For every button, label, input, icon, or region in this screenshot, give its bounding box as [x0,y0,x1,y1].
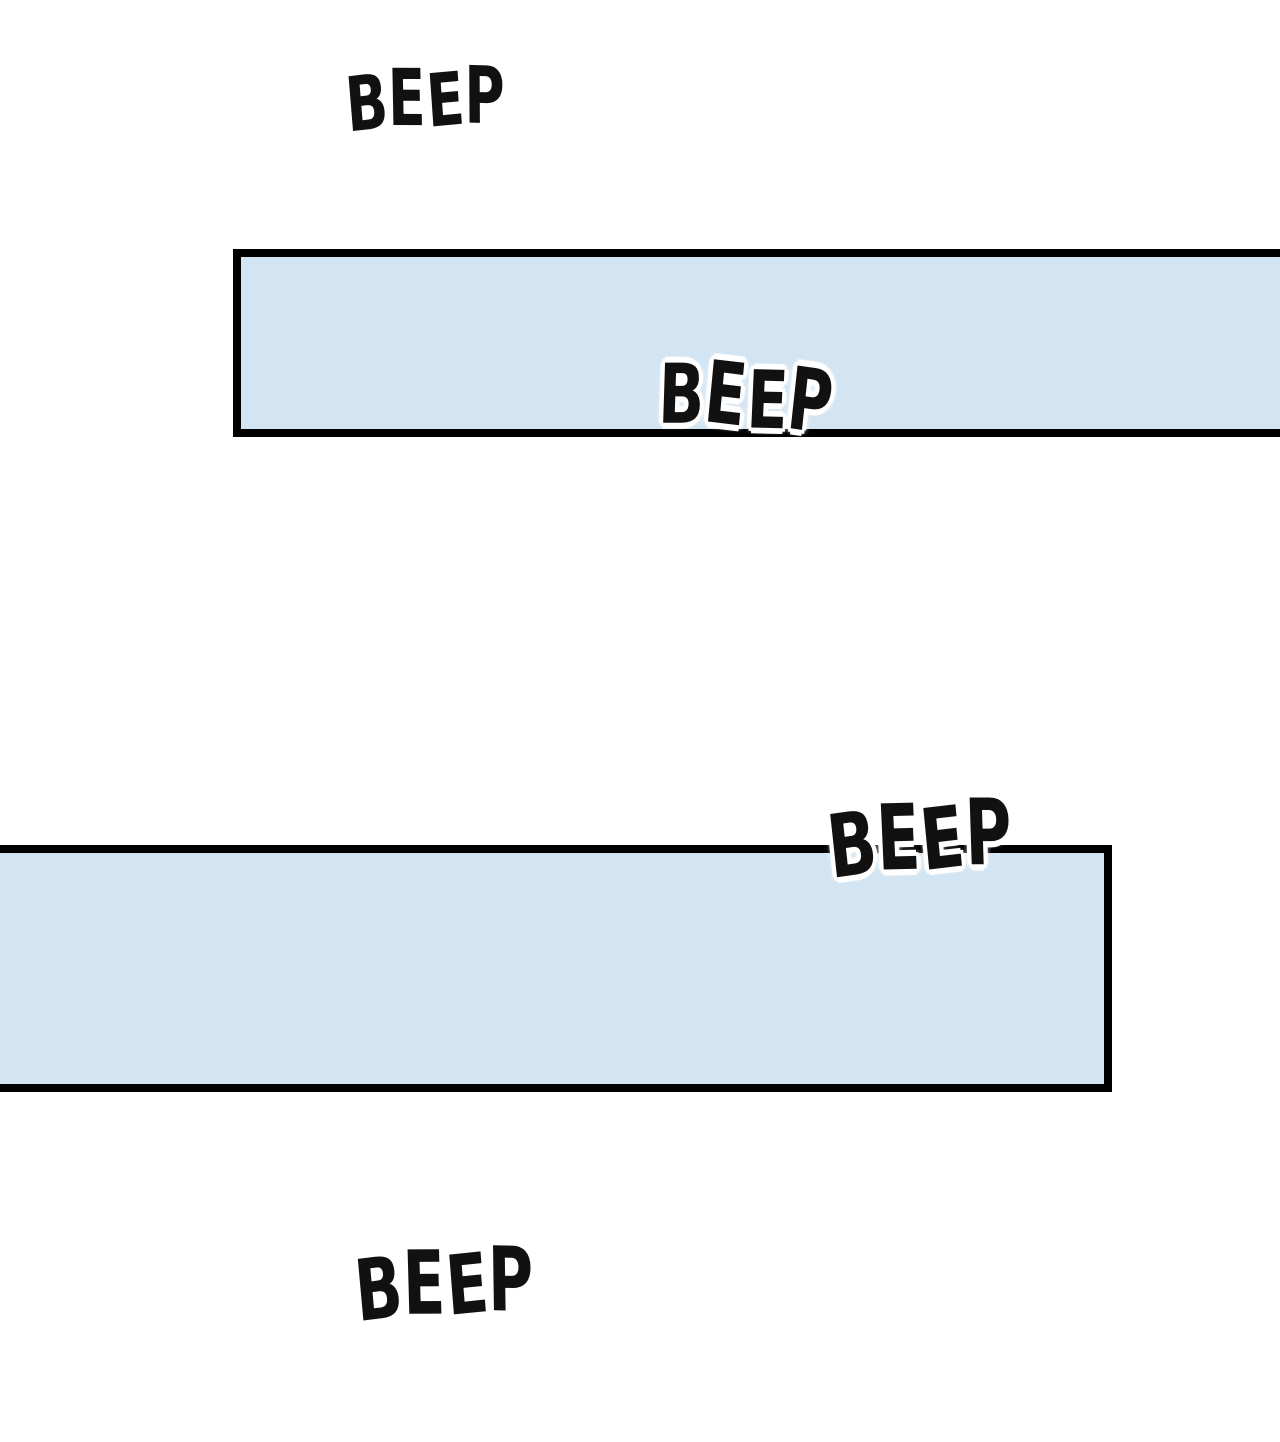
sfx-letter: B [822,791,883,900]
sfx-letter: E [401,1231,447,1335]
sfx-letter: P [464,50,506,144]
sfx-letter: E [744,353,791,448]
sfx-letter: E [441,1234,493,1335]
sfx-letter: E [700,341,752,447]
sfx-letter: E [874,785,924,892]
sfx-letter: P [487,1227,536,1333]
sound-effect-beep-4: BEEP [351,1227,565,1341]
sfx-letter: E [423,57,468,146]
sfx-letter: P [963,780,1014,887]
sound-effect-beep-2: BEEP [656,341,864,454]
sfx-letter: E [916,787,970,891]
lower-sound-bar [0,845,1112,1092]
sfx-letter: B [657,346,707,443]
sfx-letter: B [350,1236,408,1342]
sfx-letter: E [387,53,428,145]
upper-sound-bar [233,249,1280,437]
sound-effect-beep-3: BEEP [822,780,1045,900]
sfx-letter: B [342,58,392,151]
sfx-letter: P [783,347,839,455]
sound-effect-beep-1: BEEP [342,51,533,151]
